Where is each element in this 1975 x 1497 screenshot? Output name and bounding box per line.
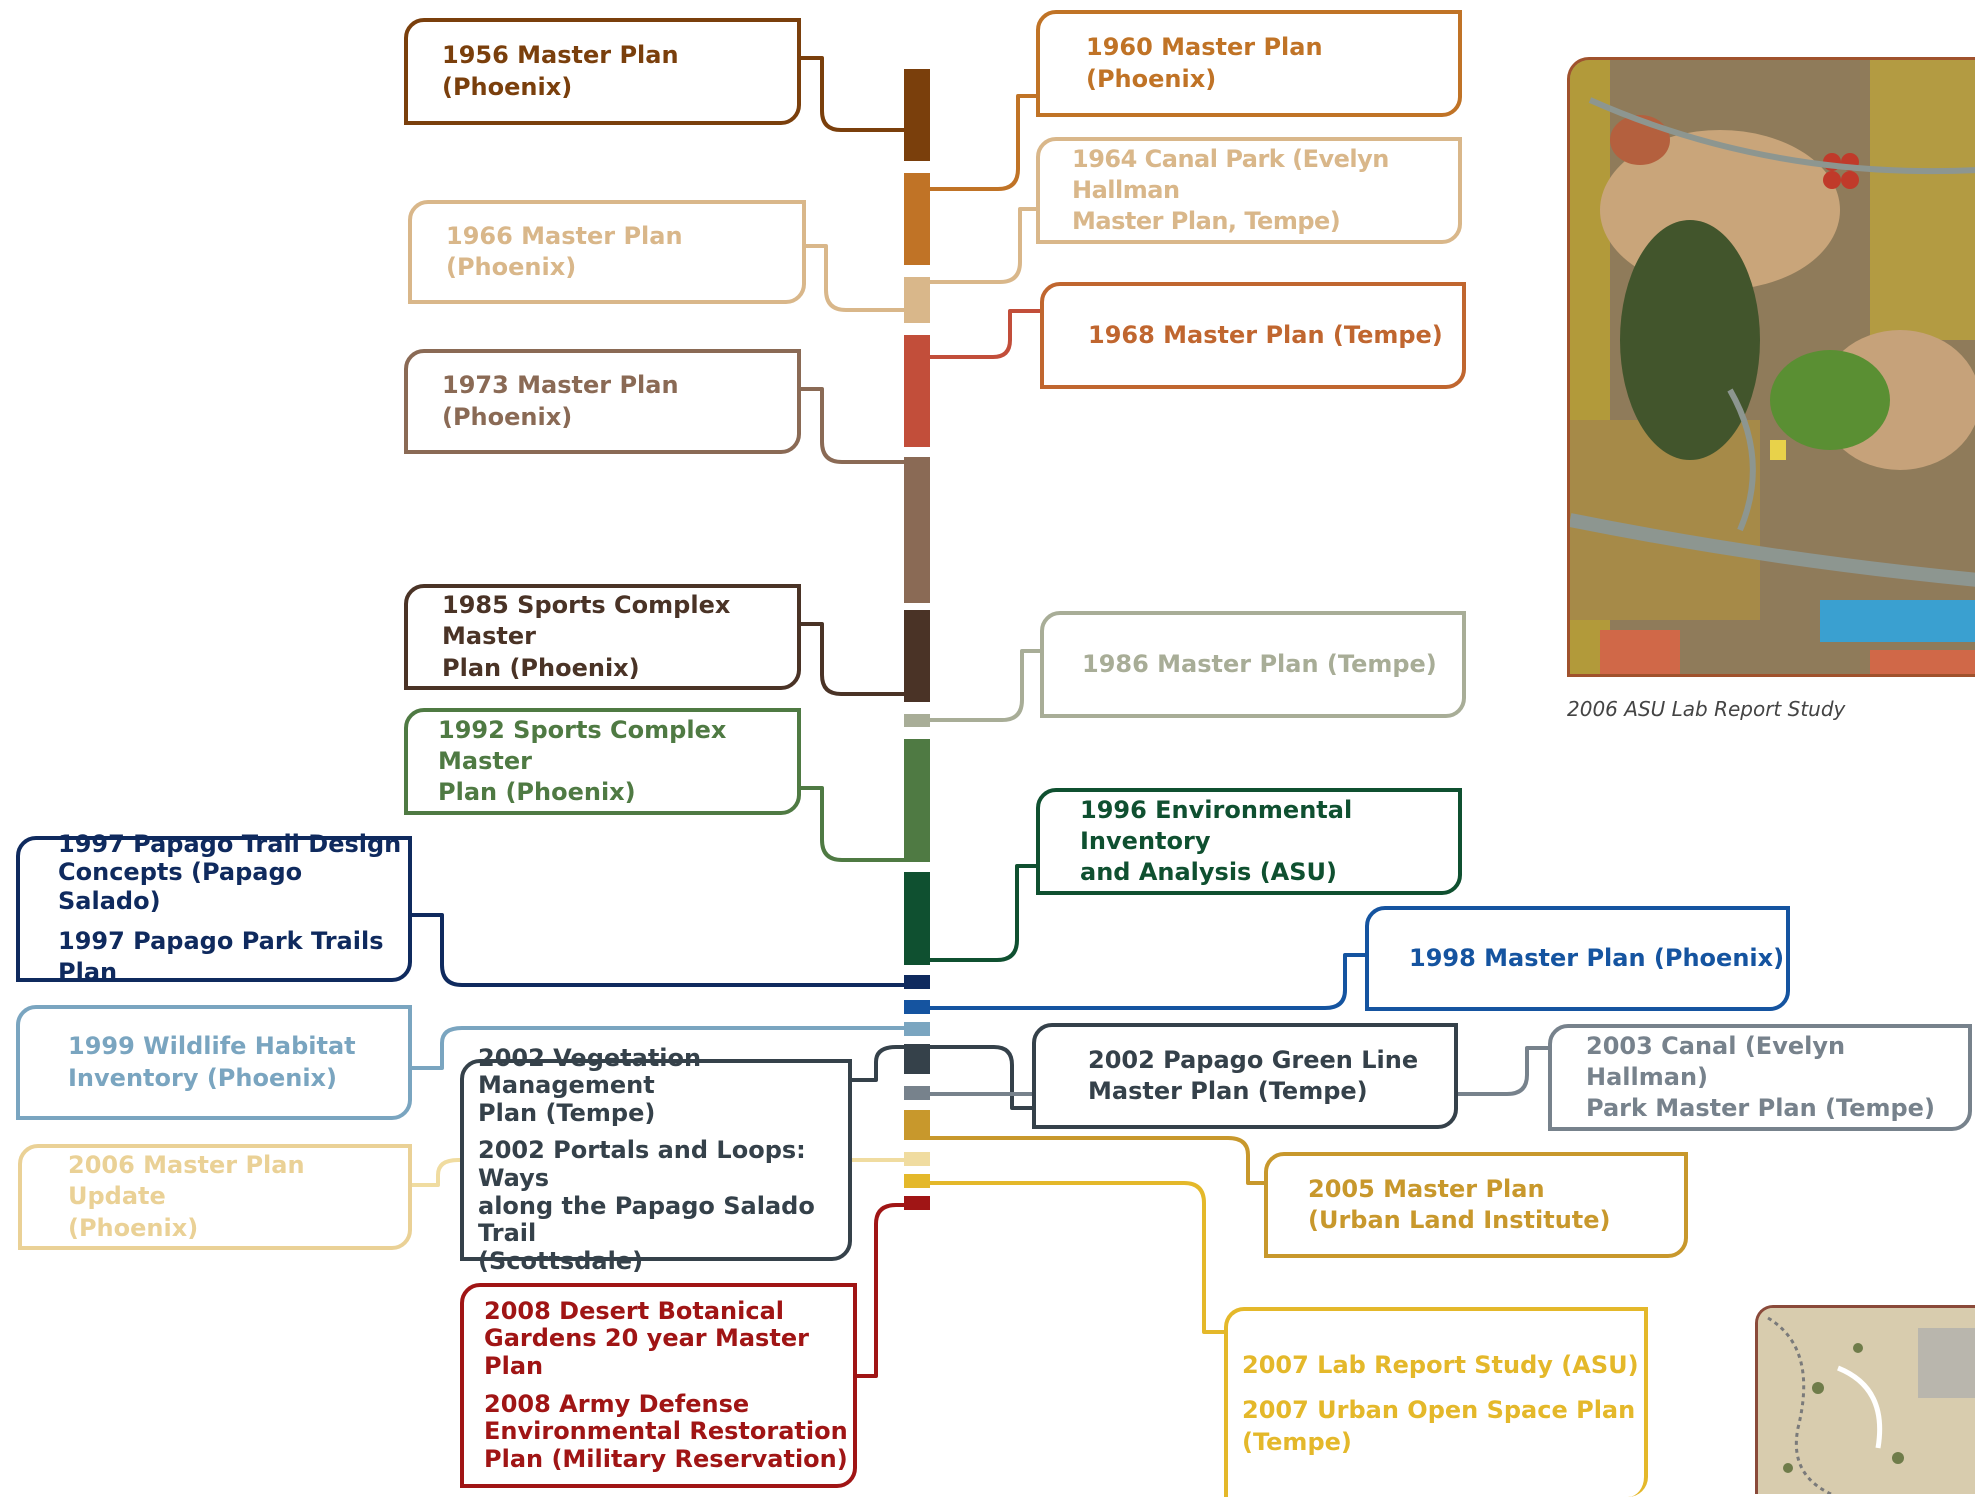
milestone-text: 1985 Sports Complex Master Plan (Phoenix… bbox=[442, 591, 731, 682]
milestone-text: 1966 Master Plan (Phoenix) bbox=[446, 221, 683, 281]
milestone-text: 2005 Master Plan (Urban Land Institute) bbox=[1308, 1174, 1611, 1234]
milestone-1968-master-plan-tempe: 1968 Master Plan (Tempe) bbox=[1040, 282, 1466, 389]
milestone-1985-sports-complex: 1985 Sports Complex Master Plan (Phoenix… bbox=[404, 584, 801, 690]
timeline-segment-1968 bbox=[904, 335, 930, 447]
milestone-2002-papago-green-line: 2002 Papago Green Line Master Plan (Temp… bbox=[1032, 1023, 1458, 1129]
milestone-1964-canal-park: 1964 Canal Park (Evelyn Hallman Master P… bbox=[1036, 137, 1462, 244]
milestone-1999-wildlife-habitat: 1999 Wildlife Habitat Inventory (Phoenix… bbox=[16, 1005, 412, 1120]
milestone-2006-master-plan-update: 2006 Master Plan Update (Phoenix) bbox=[18, 1144, 412, 1250]
timeline-segment-1973 bbox=[904, 457, 930, 603]
milestone-1956-master-plan-phoenix: 1956 Master Plan (Phoenix) bbox=[404, 18, 801, 125]
milestone-text: 2006 Master Plan Update (Phoenix) bbox=[68, 1151, 305, 1242]
milestone-text: 2002 Portals and Loops: Ways along the P… bbox=[478, 1136, 815, 1275]
timeline-segment-1998 bbox=[904, 1000, 930, 1014]
timeline-segment-1997 bbox=[904, 975, 930, 989]
milestone-text: 2007 Lab Report Study (ASU) bbox=[1242, 1351, 1639, 1380]
timeline-segment-1966 bbox=[904, 277, 930, 323]
timeline-segment-1999 bbox=[904, 1022, 930, 1036]
milestone-text: 2002 Vegetation Management Plan (Tempe) bbox=[478, 1043, 702, 1127]
timeline-segment-2006 bbox=[904, 1152, 930, 1166]
milestone-2003-canal-park: 2003 Canal (Evelyn Hallman) Park Master … bbox=[1548, 1024, 1972, 1131]
milestone-1996-environmental-inventory: 1996 Environmental Inventory and Analysi… bbox=[1036, 788, 1462, 895]
trail-map-image bbox=[1755, 1305, 1975, 1494]
milestone-1997-papago-trails: 1997 Papago Trail Design Concepts (Papag… bbox=[16, 830, 412, 986]
milestone-text: 1999 Wildlife Habitat Inventory (Phoenix… bbox=[68, 1032, 356, 1092]
milestone-text: 1964 Canal Park (Evelyn Hallman Master P… bbox=[1072, 144, 1389, 236]
timeline-segment-1956 bbox=[904, 69, 930, 161]
milestone-1986-master-plan-tempe: 1986 Master Plan (Tempe) bbox=[1040, 611, 1466, 718]
milestone-text: 1986 Master Plan (Tempe) bbox=[1082, 649, 1437, 678]
milestone-1960-master-plan-phoenix: 1960 Master Plan (Phoenix) bbox=[1036, 10, 1462, 117]
timeline-segment-2003 bbox=[904, 1086, 930, 1100]
milestone-1973-master-plan-phoenix: 1973 Master Plan (Phoenix) bbox=[404, 349, 801, 454]
timeline-segment-1992 bbox=[904, 739, 930, 862]
milestone-text: 1997 Papago Trail Design Concepts (Papag… bbox=[58, 829, 402, 916]
timeline-segment-1986 bbox=[904, 714, 930, 727]
aerial-site-map-image bbox=[1567, 57, 1975, 677]
milestone-2007-lab-report-open-space: 2007 Lab Report Study (ASU) 2007 Urban O… bbox=[1224, 1307, 1648, 1497]
milestone-text: 2007 Urban Open Space Plan (Tempe) bbox=[1242, 1396, 1636, 1456]
milestone-text: 1973 Master Plan (Phoenix) bbox=[442, 371, 679, 431]
milestone-1998-master-plan-phoenix: 1998 Master Plan (Phoenix) bbox=[1365, 906, 1790, 1011]
milestone-text: 1997 Papago Park Trails Plan bbox=[58, 927, 384, 987]
image-caption: 2006 ASU Lab Report Study bbox=[1567, 697, 1846, 721]
milestone-1966-master-plan-phoenix: 1966 Master Plan (Phoenix) bbox=[408, 200, 806, 304]
milestone-text: 2003 Canal (Evelyn Hallman) Park Master … bbox=[1586, 1031, 1935, 1123]
timeline-segment-1985 bbox=[904, 610, 930, 702]
timeline-segment-2002 bbox=[904, 1044, 930, 1074]
milestone-text: 2008 Army Defense Environmental Restorat… bbox=[484, 1389, 848, 1473]
milestone-text: 2002 Papago Green Line Master Plan (Temp… bbox=[1088, 1045, 1419, 1105]
milestone-text: 2008 Desert Botanical Gardens 20 year Ma… bbox=[484, 1296, 809, 1380]
timeline-segment-1960 bbox=[904, 173, 930, 265]
timeline-segment-2007 bbox=[904, 1174, 930, 1188]
timeline-segment-2008 bbox=[904, 1196, 930, 1210]
milestone-1992-sports-complex: 1992 Sports Complex Master Plan (Phoenix… bbox=[404, 708, 801, 815]
milestone-text: 1960 Master Plan (Phoenix) bbox=[1086, 33, 1323, 93]
milestone-2005-urban-land-institute: 2005 Master Plan (Urban Land Institute) bbox=[1264, 1152, 1688, 1258]
milestone-2002-vegetation-portals: 2002 Vegetation Management Plan (Tempe) … bbox=[460, 1044, 852, 1275]
timeline-segment-2005 bbox=[904, 1110, 930, 1140]
milestone-text: 1956 Master Plan (Phoenix) bbox=[442, 41, 679, 101]
milestone-text: 1992 Sports Complex Master Plan (Phoenix… bbox=[438, 715, 727, 807]
milestone-2008-botanical-army: 2008 Desert Botanical Gardens 20 year Ma… bbox=[460, 1283, 857, 1488]
timeline-segment-1996 bbox=[904, 872, 930, 965]
milestone-text: 1998 Master Plan (Phoenix) bbox=[1409, 943, 1785, 972]
milestone-text: 1996 Environmental Inventory and Analysi… bbox=[1080, 795, 1353, 887]
milestone-text: 1968 Master Plan (Tempe) bbox=[1088, 320, 1443, 349]
